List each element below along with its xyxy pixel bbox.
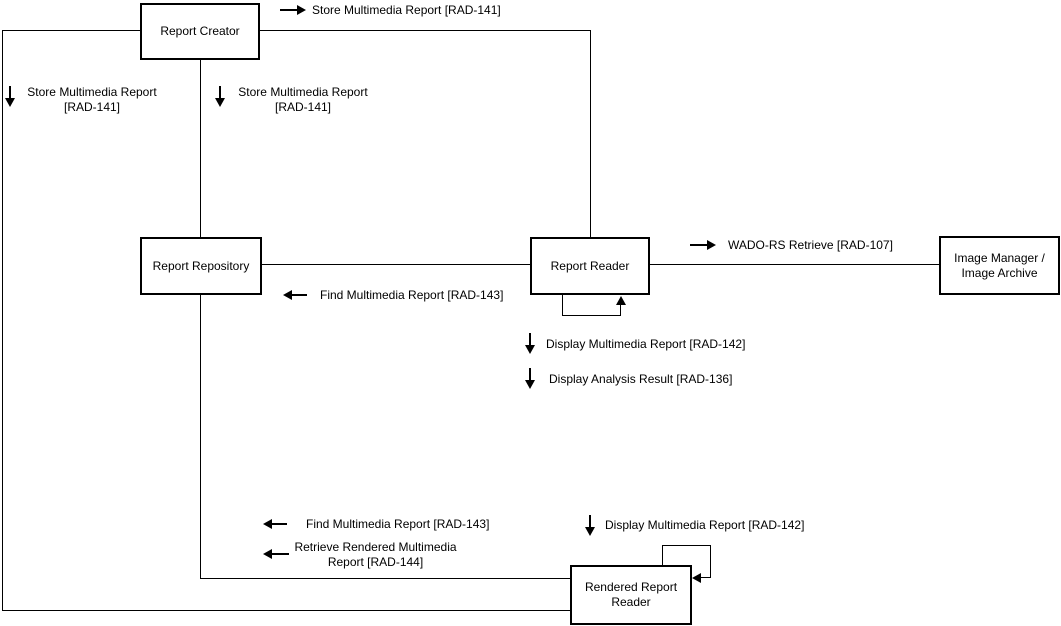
down-arrow-icon <box>525 368 535 389</box>
transaction-label-store-left: Store Multimedia Report [RAD-141] <box>27 85 157 114</box>
connector-line <box>590 30 591 237</box>
right-arrow-icon <box>280 5 307 15</box>
up-arrow-icon <box>616 296 626 305</box>
transaction-label-display-multimedia: Display Multimedia Report [RAD-142] <box>546 337 746 351</box>
self-loop-line <box>562 315 621 316</box>
right-arrow-icon <box>690 240 717 250</box>
left-arrow-icon <box>263 519 288 529</box>
left-arrow-icon <box>283 290 308 300</box>
actor-image-manager-image-archive: Image Manager / Image Archive <box>939 236 1060 295</box>
down-arrow-icon <box>5 86 15 107</box>
transaction-label-retrieve-rendered: Retrieve Rendered Multimedia Report [RAD… <box>294 540 457 569</box>
left-arrow-icon <box>263 549 290 559</box>
self-loop-line <box>662 545 711 546</box>
connector-line <box>650 264 939 265</box>
transaction-label-display-analysis: Display Analysis Result [RAD-136] <box>549 372 733 386</box>
connector-line <box>262 264 530 265</box>
transaction-label-store-mid: Store Multimedia Report [RAD-141] <box>238 85 368 114</box>
actor-report-creator: Report Creator <box>140 3 260 60</box>
self-loop-line <box>700 577 711 578</box>
actor-report-repository: Report Repository <box>140 237 262 295</box>
self-loop-line <box>562 295 563 315</box>
connector-line <box>2 30 3 610</box>
self-loop-line <box>620 305 621 315</box>
connector-line <box>200 295 201 578</box>
down-arrow-icon <box>585 515 595 536</box>
transaction-label-wado-rs: WADO-RS Retrieve [RAD-107] <box>728 238 893 252</box>
connector-line <box>200 60 201 237</box>
down-arrow-icon <box>525 333 535 354</box>
connector-line <box>200 578 570 579</box>
self-loop-line <box>710 545 711 578</box>
connector-line <box>2 610 570 611</box>
left-arrow-icon <box>692 573 701 583</box>
connector-line <box>260 30 590 31</box>
down-arrow-icon <box>215 86 225 107</box>
transaction-label-find-mid: Find Multimedia Report [RAD-143] <box>320 288 504 302</box>
transaction-label-store-top: Store Multimedia Report [RAD-141] <box>312 3 501 17</box>
transaction-label-display-multimedia-bottom: Display Multimedia Report [RAD-142] <box>605 518 805 532</box>
connector-line <box>2 30 140 31</box>
actor-report-reader: Report Reader <box>530 237 650 295</box>
transaction-label-find-bottom: Find Multimedia Report [RAD-143] <box>306 517 490 531</box>
actor-rendered-report-reader: Rendered Report Reader <box>570 565 692 625</box>
self-loop-line <box>662 545 663 565</box>
